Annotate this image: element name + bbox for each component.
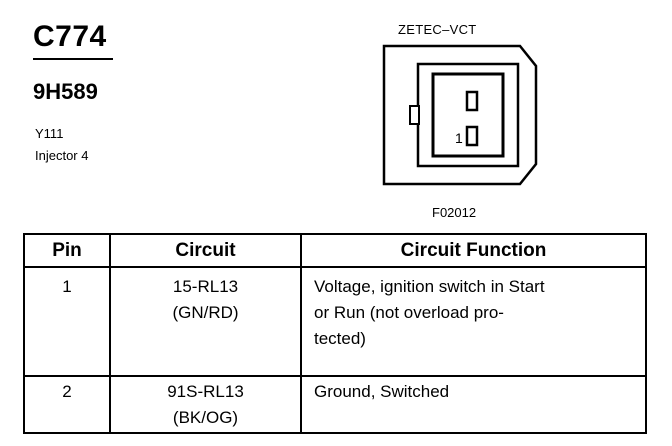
pin-cell: 1 — [23, 266, 111, 377]
connector-housing-outline — [382, 44, 538, 186]
component-description: Injector 4 — [35, 148, 89, 163]
header-circuit-function: Circuit Function — [300, 233, 647, 268]
function-text-line: Voltage, ignition switch in Start — [314, 277, 545, 296]
connector-locking-tab — [409, 105, 420, 125]
function-cell: Voltage, ignition switch in Start or Run… — [300, 266, 647, 377]
function-text-line: or Run (not overload pro- — [314, 303, 504, 322]
circuit-id: 91S-RL13 — [167, 382, 244, 401]
function-text-line: Ground, Switched — [314, 382, 450, 401]
circuit-cell: 15-RL13 (GN/RD) — [109, 266, 302, 377]
connector-face-diagram: 1 — [382, 44, 538, 186]
table-header-row: Pin Circuit Circuit Function — [23, 233, 647, 268]
pin-cell: 2 — [23, 375, 111, 434]
table-row: 1 15-RL13 (GN/RD) Voltage, ignition swit… — [23, 266, 647, 377]
function-cell: Ground, Switched — [300, 375, 647, 434]
connector-id: C774 — [33, 20, 107, 53]
connector-cavity-block — [431, 72, 505, 158]
part-number: 9H589 — [33, 79, 98, 104]
pin-1-terminal — [465, 125, 479, 147]
header-pin: Pin — [23, 233, 111, 268]
location-code: Y111 — [35, 126, 64, 141]
figure-number: F02012 — [432, 205, 477, 220]
pin-2-terminal — [465, 90, 479, 112]
pin-circuit-table: Pin Circuit Circuit Function 1 15-RL13 (… — [23, 233, 647, 434]
circuit-cell: 91S-RL13 (BK/OG) — [109, 375, 302, 434]
header-circuit: Circuit — [109, 233, 302, 268]
engine-label: ZETEC–VCT — [398, 22, 477, 37]
function-text-line: tected) — [314, 329, 366, 348]
table-row: 2 91S-RL13 (BK/OG) Ground, Switched — [23, 375, 647, 434]
circuit-id: 15-RL13 — [172, 277, 239, 296]
pin-1-marker: 1 — [455, 130, 463, 146]
wire-color: (BK/OG) — [172, 408, 239, 427]
connector-id-underline — [33, 58, 113, 60]
wire-color: (GN/RD) — [172, 303, 239, 322]
